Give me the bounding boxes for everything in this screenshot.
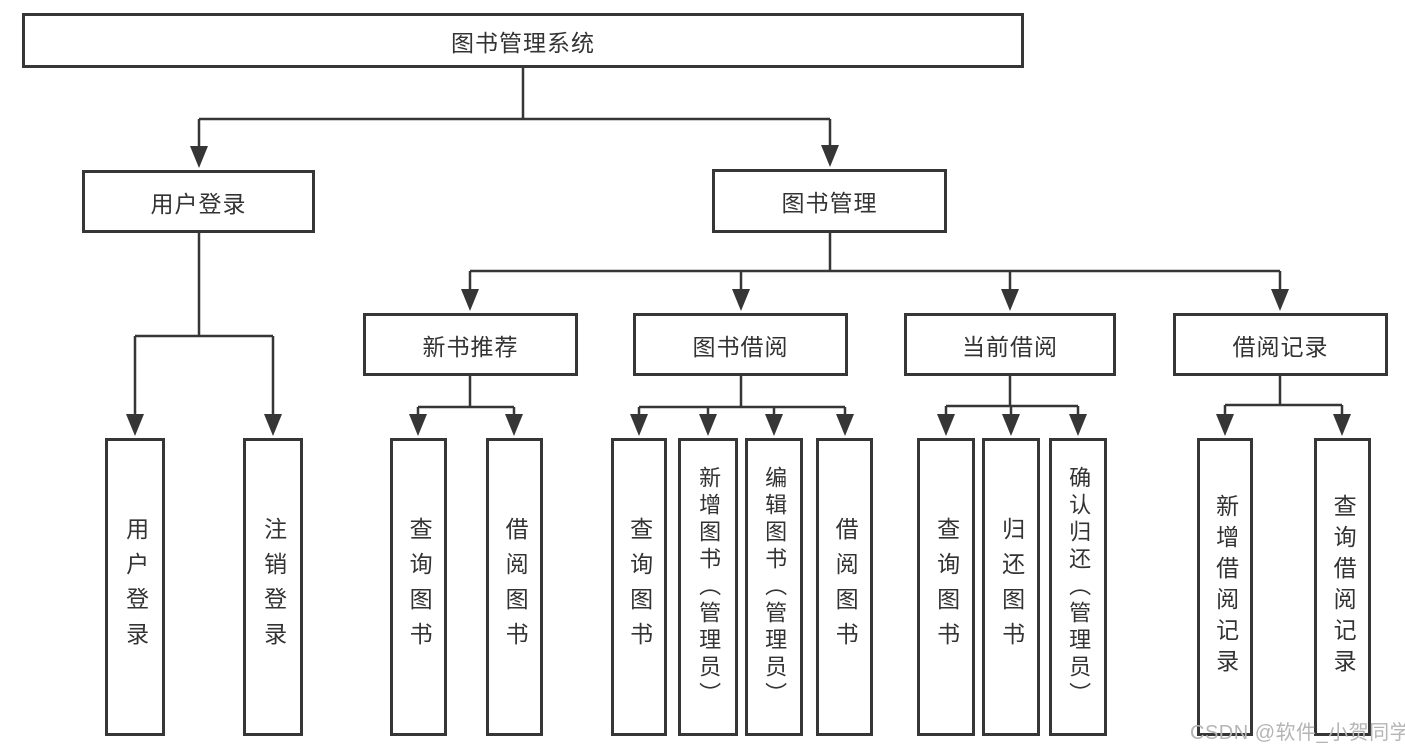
node-book-management-label: 图书管理 — [781, 190, 878, 216]
leaf-add-borrow-record-label: 新增借阅记录 — [1212, 494, 1239, 680]
connector-edges — [133, 68, 1344, 414]
node-new-book-recommend-label: 新书推荐 — [422, 333, 519, 360]
leaf-borrow-book-2-label: 借阅图书 — [832, 517, 859, 657]
leaf-confirm-return-admin: 确认归还（管理员） — [1049, 438, 1107, 736]
leaf-query-book-3-label: 查询图书 — [933, 517, 960, 657]
leaf-query-book-3: 查询图书 — [917, 438, 975, 736]
leaf-borrow-book-1-label: 借阅图书 — [502, 517, 529, 657]
leaf-return-book: 归还图书 — [982, 438, 1040, 736]
node-borrowing-records-label: 借阅记录 — [1232, 333, 1329, 360]
leaf-user-login-label: 用户登录 — [122, 517, 149, 657]
leaf-query-book-1-label: 查询图书 — [406, 517, 433, 657]
node-current-borrowing-label: 当前借阅 — [962, 333, 1058, 360]
node-book-borrowing-label: 图书借阅 — [692, 333, 789, 360]
node-root-library-system: 图书管理系统 — [22, 13, 1024, 68]
leaf-query-borrow-record: 查询借阅记录 — [1314, 438, 1371, 736]
leaf-borrow-book-1: 借阅图书 — [486, 438, 543, 736]
node-user-login-label: 用户登录 — [150, 190, 247, 217]
leaf-logout-label: 注销登录 — [260, 517, 287, 657]
leaf-user-login: 用户登录 — [105, 438, 165, 736]
node-current-borrowing: 当前借阅 — [904, 313, 1116, 376]
leaf-borrow-book-2: 借阅图书 — [816, 438, 873, 736]
csdn-watermark: CSDN @软件_小贺同学 — [1190, 722, 1405, 744]
node-root-label: 图书管理系统 — [451, 29, 595, 56]
leaf-add-book-admin: 新增图书（管理员） — [678, 438, 738, 736]
leaf-query-borrow-record-label: 查询借阅记录 — [1330, 494, 1357, 680]
leaf-query-book-2-label: 查询图书 — [626, 517, 653, 657]
leaf-add-borrow-record: 新增借阅记录 — [1197, 438, 1253, 736]
node-borrowing-records: 借阅记录 — [1173, 313, 1388, 376]
node-new-book-recommend: 新书推荐 — [363, 313, 578, 376]
leaf-add-book-admin-label: 新增图书（管理员） — [696, 465, 722, 709]
leaf-logout: 注销登录 — [243, 438, 303, 736]
leaf-edit-book-admin-label: 编辑图书（管理员） — [762, 465, 788, 709]
leaf-return-book-label: 归还图书 — [998, 517, 1025, 657]
leaf-query-book-1: 查询图书 — [390, 438, 447, 736]
node-book-borrowing: 图书借阅 — [633, 313, 848, 376]
leaf-edit-book-admin: 编辑图书（管理员） — [745, 438, 803, 736]
arrowheads — [126, 145, 1351, 436]
leaf-query-book-2: 查询图书 — [611, 438, 667, 736]
leaf-confirm-return-admin-label: 确认归还（管理员） — [1066, 465, 1092, 709]
node-book-management: 图书管理 — [712, 169, 947, 233]
node-user-login-group: 用户登录 — [82, 170, 315, 233]
